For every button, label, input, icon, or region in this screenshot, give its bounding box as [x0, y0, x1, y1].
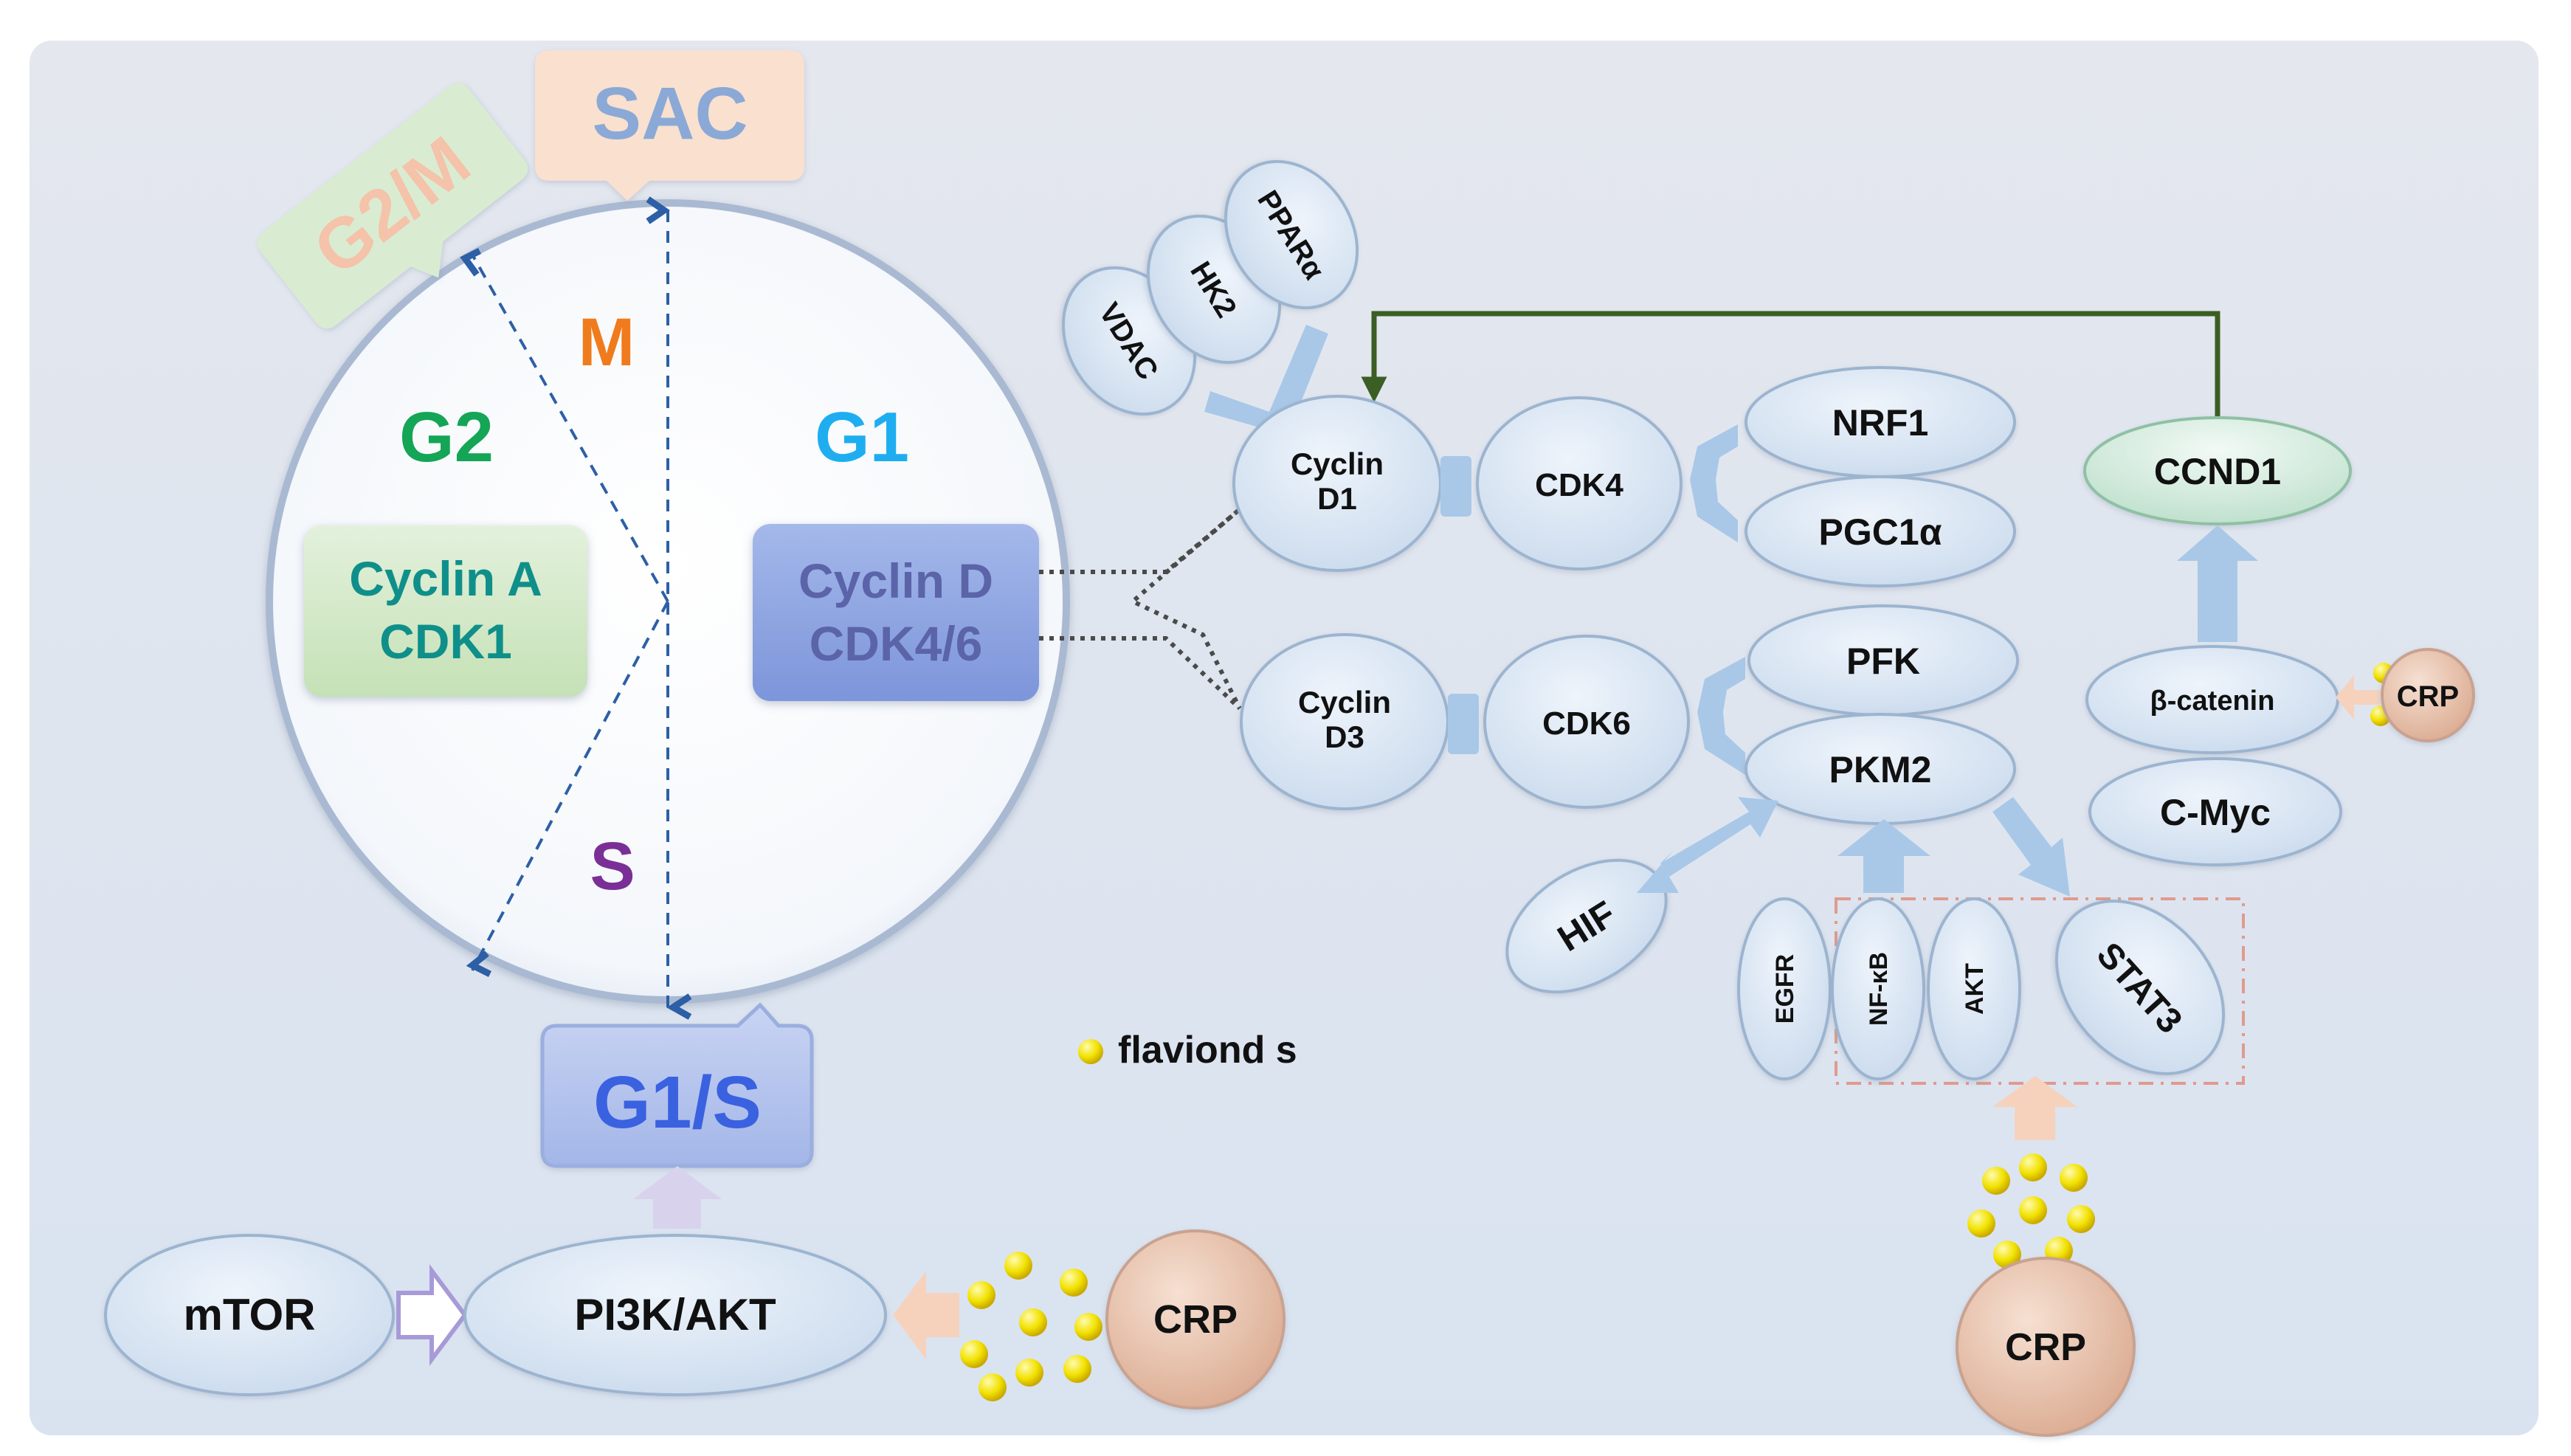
- cdk1-label: CDK1: [379, 614, 512, 669]
- nfkb-node: NF-κB: [1831, 897, 1925, 1080]
- cyclin-d3-line1: Cyclin: [1298, 685, 1391, 720]
- chevron-s-icon: [466, 950, 492, 978]
- crp-bottom-node: CRP: [1105, 1229, 1286, 1410]
- crp-to-pi3k-arrow: [893, 1271, 959, 1359]
- mtor-pi3k-arrow: [396, 1264, 468, 1366]
- pgc1a-label: PGC1α: [1819, 511, 1942, 553]
- flavonoid-cluster-bottom: [960, 1252, 1102, 1401]
- crp-small-node: CRP: [2381, 648, 2475, 742]
- chevron-g2m-icon: [460, 247, 482, 277]
- nfkb-label: NF-κB: [1865, 952, 1893, 1026]
- cyclin-d3-node: Cyclin D3: [1240, 633, 1449, 810]
- nrf1-node: NRF1: [1745, 366, 2016, 478]
- pkm2-node: PKM2: [1745, 713, 2016, 825]
- phase-g2-label: G2: [399, 398, 494, 477]
- legend-label: flaviond s: [1118, 1029, 1297, 1072]
- cmyc-label: C-Myc: [2160, 792, 2271, 833]
- pgc1a-node: PGC1α: [1745, 475, 2016, 587]
- cyclin-d1-line2: D1: [1317, 481, 1357, 516]
- phase-s-label: S: [590, 829, 635, 904]
- cmyc-node: C-Myc: [2088, 757, 2342, 866]
- cyclin-d-connectors: [1039, 507, 1242, 711]
- cdk46-label: CDK4/6: [810, 616, 983, 671]
- pi3k-to-g1s-arrow: [633, 1166, 722, 1229]
- cyclin-d-label: Cyclin D: [798, 553, 993, 608]
- phase-m-label: M: [579, 305, 635, 380]
- d3-cdk6-bond: [1448, 694, 1479, 754]
- signaling-cluster-box: [1835, 897, 2245, 1085]
- g1s-checkpoint-callout: G1/S: [540, 1002, 814, 1168]
- cyclin-d1-node: Cyclin D1: [1232, 395, 1442, 572]
- crp-bottom-label: CRP: [1153, 1297, 1238, 1342]
- cyclin-a-cdk1-box: Cyclin A CDK1: [304, 525, 587, 697]
- cell-cycle: M G2 G1 S Cyclin A CDK1 Cyclin D CDK4/6 …: [257, 50, 1070, 1168]
- egfr-node: EGFR: [1737, 897, 1832, 1080]
- cycle-divider-s: [471, 601, 669, 971]
- pkm2-to-stat3-arrow: [1992, 797, 2070, 897]
- nfkb-to-pkm2-arrow: [1837, 819, 1930, 893]
- pi3k-akt-node: PI3K/AKT: [463, 1234, 887, 1396]
- g1s-label: G1/S: [593, 1061, 762, 1144]
- pfk-label: PFK: [1846, 641, 1920, 682]
- ccnd1-feedback-arrow: [1361, 311, 2220, 421]
- pfk-node: PFK: [1747, 604, 2019, 717]
- stat3-node: STAT3: [2054, 900, 2226, 1075]
- cdk6-node: CDK6: [1483, 635, 1690, 809]
- crp-small-label: CRP: [2397, 680, 2459, 713]
- legend: flaviond s: [1078, 1029, 1297, 1072]
- beta-catenin-label: β-catenin: [2150, 686, 2275, 717]
- pkm2-label: PKM2: [1829, 749, 1932, 790]
- pi3k-akt-label: PI3K/AKT: [574, 1290, 776, 1339]
- ppara-node: [1224, 159, 1359, 310]
- cdk4-node: CDK4: [1476, 396, 1683, 570]
- cdk4-label: CDK4: [1535, 467, 1623, 503]
- cyclin-a-label: Cyclin A: [349, 551, 542, 606]
- chevron-g1s-icon: [666, 993, 692, 1020]
- small-crp-arrow: [2336, 675, 2380, 720]
- ccnd1-node: CCND1: [2083, 416, 2352, 525]
- nrf1-label: NRF1: [1832, 402, 1929, 444]
- crp-up-arrow: [1992, 1076, 2077, 1140]
- phase-g1-label: G1: [815, 398, 909, 477]
- cdk6-label: CDK6: [1542, 705, 1631, 742]
- akt-label: AKT: [1961, 963, 1989, 1015]
- egfr-label: EGFR: [1771, 954, 1799, 1024]
- legend-flavonoid-icon: [1078, 1039, 1103, 1064]
- sac-label: SAC: [592, 72, 748, 155]
- crp-bottom-right-label: CRP: [2005, 1326, 2086, 1369]
- crp-bottom-right-node: CRP: [1956, 1257, 2136, 1437]
- sac-checkpoint-callout: SAC: [535, 50, 804, 201]
- pfk-pkm2-bracket: [1697, 657, 1745, 775]
- ccnd1-label: CCND1: [2154, 451, 2281, 492]
- mtor-label: mTOR: [184, 1290, 316, 1339]
- d1-cdk4-bond: [1440, 456, 1471, 517]
- beta-catenin-node: β-catenin: [2085, 645, 2339, 754]
- chevron-sac-icon: [646, 196, 670, 224]
- cycle-divider-g2m: [471, 254, 669, 602]
- akt-node: AKT: [1927, 897, 2021, 1080]
- cyclin-d3-line2: D3: [1325, 720, 1364, 754]
- cyclin-d1-line1: Cyclin: [1291, 446, 1384, 481]
- hif-pkm2-arrow: [1637, 797, 1778, 893]
- cyclin-d-cdk46-box: Cyclin D CDK4/6: [753, 524, 1039, 701]
- catenin-to-ccnd1-arrow: [2177, 525, 2258, 642]
- nrf1-pgc1a-bracket: [1690, 424, 1738, 542]
- mtor-node: mTOR: [104, 1234, 395, 1396]
